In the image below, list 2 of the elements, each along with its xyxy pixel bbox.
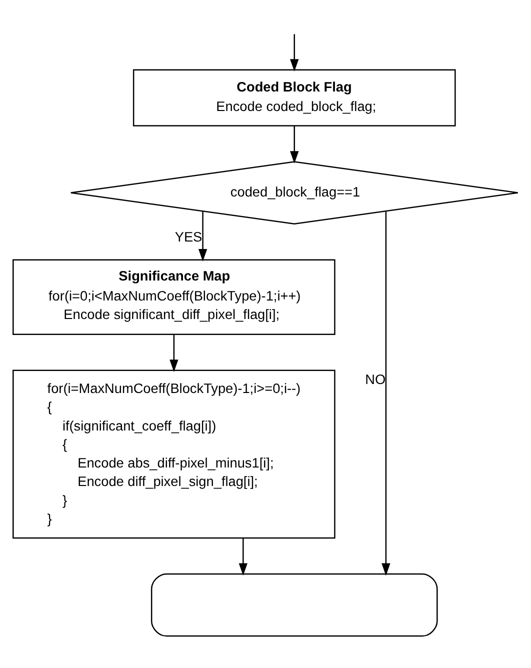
edge-label: YES bbox=[174, 228, 202, 244]
edge-label: NO bbox=[365, 371, 386, 386]
